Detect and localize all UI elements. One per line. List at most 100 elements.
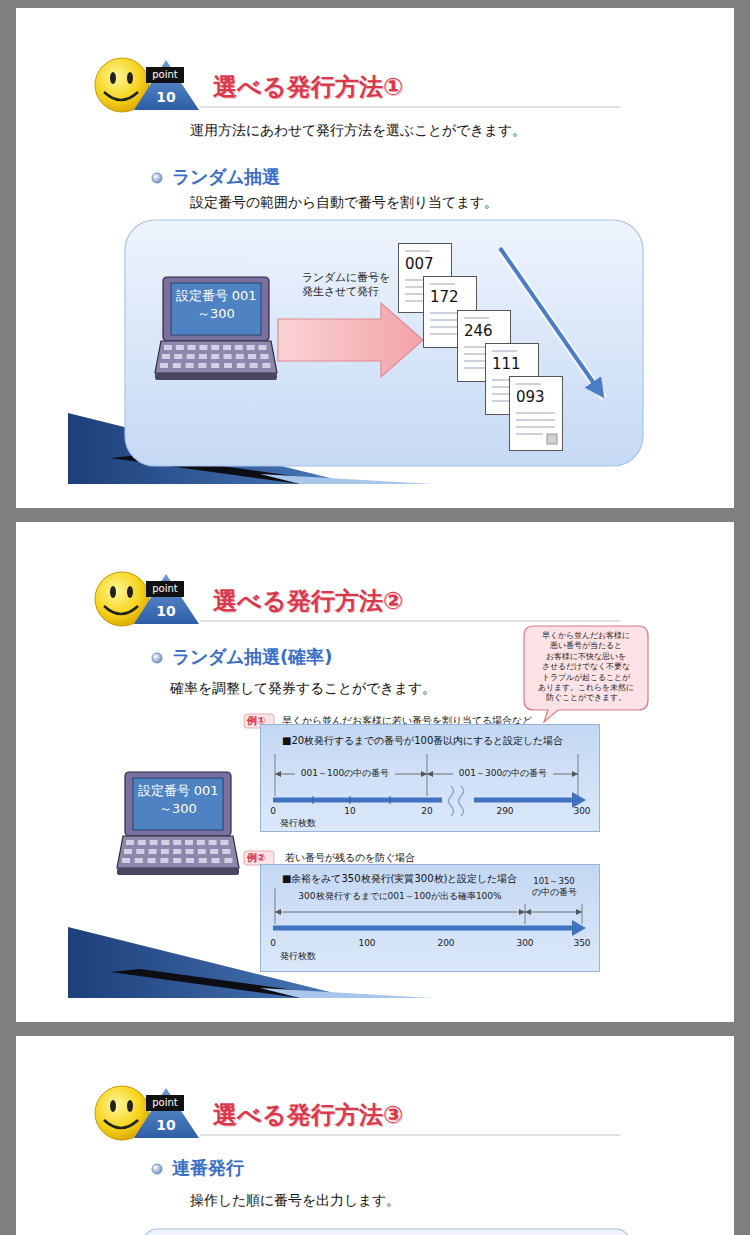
laptop-key <box>210 849 218 854</box>
example-note: 若い番号が残るのを防ぐ場合 <box>285 852 415 863</box>
example-tag <box>244 851 274 865</box>
laptop-key <box>224 363 232 368</box>
laptop-key <box>149 849 157 854</box>
dimension-line <box>525 912 582 913</box>
laptop-key <box>209 840 217 845</box>
laptop-key <box>211 354 219 359</box>
example-box-fill <box>261 865 600 972</box>
example-box-text: 350 <box>567 938 597 949</box>
laptop-key <box>186 849 194 854</box>
example-box-text: 0 <box>263 938 283 949</box>
block-arrow <box>278 303 423 377</box>
laptop-key <box>198 849 206 854</box>
number-ticket-text: 172 <box>430 288 474 307</box>
slide-subtitle: 運用方法にあわせて発行方法を選ぶことができます。 <box>190 122 526 138</box>
laptop-key <box>173 849 181 854</box>
laptop-key <box>161 849 169 854</box>
laptop-key <box>160 363 168 368</box>
laptop-bezel <box>163 277 269 341</box>
arrow-head <box>421 771 427 777</box>
laptop-base <box>117 868 239 875</box>
arrow-head <box>572 792 586 808</box>
arrow-head <box>275 771 281 777</box>
example-box-text: 001～300の中の番号 <box>453 768 553 779</box>
slide-panel <box>16 522 734 1022</box>
laptop-keyboard <box>117 836 239 868</box>
laptop-key <box>220 840 228 845</box>
laptop-screen-text: 設定番号 001～300 <box>133 782 223 818</box>
axis-tick <box>350 796 351 804</box>
laptop-key <box>176 345 184 350</box>
badge-number: 10 <box>150 603 182 620</box>
laptop-bezel <box>125 772 231 836</box>
arrow-head <box>519 909 525 915</box>
laptop-screen: 設定番号 001～300 <box>117 770 239 877</box>
laptop-key <box>236 354 244 359</box>
axis-break <box>449 786 454 816</box>
number-ticket-text: 093 <box>516 388 560 407</box>
laptop-key <box>223 345 231 350</box>
dimension-tick <box>578 754 579 796</box>
dimension-line <box>275 912 525 913</box>
laptop-key <box>212 858 220 863</box>
laptop-key <box>136 849 144 854</box>
section-heading: ランダム抽選 <box>172 166 280 188</box>
count-axis <box>273 798 442 803</box>
point-badge <box>95 572 620 626</box>
axis-break <box>459 786 464 816</box>
example-box-text: 300枚発行するまでに001～100が出る確率100% <box>280 891 520 902</box>
laptop-key <box>224 858 232 863</box>
example-box: ■余裕をみて350枚発行(実質300枚)と設定した場合300枚発行するまでに00… <box>260 864 600 972</box>
example-box-text: 001～100の中の番号 <box>295 768 395 779</box>
laptop-key <box>260 354 268 359</box>
laptop-key <box>211 345 219 350</box>
arrow-head <box>572 920 586 936</box>
number-ticket: 093 <box>509 376 563 451</box>
ticket-line <box>464 318 489 319</box>
laptop-key <box>126 840 134 845</box>
section-text: 操作した順に番号を出力します。 <box>190 1192 400 1208</box>
laptop-key <box>173 858 181 863</box>
laptop-base <box>155 373 277 380</box>
laptop-key <box>258 345 266 350</box>
example-box-text: 290 <box>490 806 520 817</box>
point-badge <box>95 1086 620 1140</box>
example-tag-text: 例② <box>247 852 265 864</box>
slide-title: 選べる発行方法③ <box>213 1101 403 1130</box>
arrow-label: ランダムに番号を 発生させて発行 <box>302 271 402 299</box>
laptop-key <box>262 363 270 368</box>
example-box-fill <box>261 725 600 832</box>
laptop-key <box>164 345 172 350</box>
example-box-text: 発行枚数 <box>280 818 340 829</box>
number-ticket-text: 246 <box>464 322 508 341</box>
laptop-key <box>248 354 256 359</box>
ticket-stamp <box>547 434 557 444</box>
callout-bubble: 早くから並んだお客様に 悪い番号が当たると お客様に不快な思いを させるだけでな… <box>524 626 648 710</box>
laptop-key <box>124 849 132 854</box>
dimension-tick <box>275 754 276 796</box>
laptop-screen: 設定番号 001～300 <box>155 275 277 382</box>
content-panel <box>143 1229 630 1235</box>
laptop-key <box>188 345 196 350</box>
badge-number: 10 <box>150 89 182 106</box>
laptop-key <box>198 363 206 368</box>
example-box-text: 10 <box>340 806 360 817</box>
arrow-head <box>427 771 433 777</box>
laptop-key <box>185 840 193 845</box>
section-heading: 連番発行 <box>172 1157 244 1179</box>
example-box-text: 200 <box>431 938 461 949</box>
laptop-key <box>161 840 169 845</box>
laptop-key <box>237 363 245 368</box>
example-box: ■20枚発行するまでの番号が100番以内にすると設定した場合001～100の中の… <box>260 724 600 832</box>
ticket-line <box>405 251 430 252</box>
laptop-key <box>160 858 168 863</box>
laptop-key <box>148 858 156 863</box>
example-box-text: 101～350 の中の番号 <box>522 876 586 897</box>
example-box-text: 300 <box>567 806 597 817</box>
laptop-key <box>250 363 258 368</box>
arrow-head <box>576 909 582 915</box>
laptop-key <box>211 363 219 368</box>
laptop-key <box>224 354 232 359</box>
